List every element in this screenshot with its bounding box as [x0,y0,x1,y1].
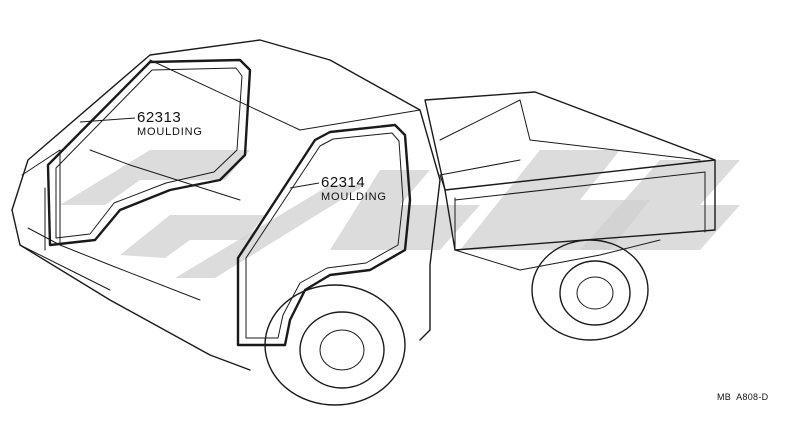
figure-code-prefix: MB [717,392,732,402]
leader-lines [79,117,320,189]
callout-side-window-moulding: 62314 MOULDING [321,175,387,203]
part-number: 62313 [137,109,182,126]
callout-rear-window-moulding: 62313 MOULDING [137,110,203,138]
figure-code-value: A808-D [736,392,769,402]
cab-body [11,39,441,371]
part-number: 62314 [321,174,366,191]
part-name: MOULDING [137,126,203,138]
rear-window-moulding [46,58,252,247]
side-window-moulding [236,123,412,347]
cargo-bed [424,91,716,271]
watermark [60,150,740,278]
front-wheel [264,284,406,406]
rear-wheel [531,239,649,341]
part-name: MOULDING [321,191,387,203]
figure-code: MB A808-D [717,392,768,402]
